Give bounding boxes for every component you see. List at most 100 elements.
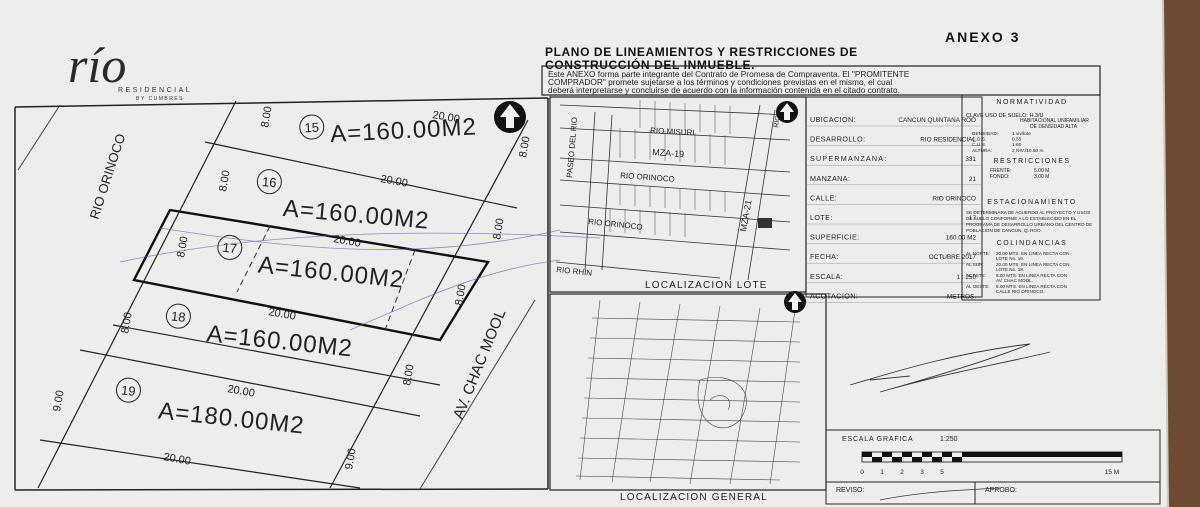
scale-tick-0: 0 <box>860 469 864 476</box>
lot-19-number-circle <box>115 377 141 403</box>
dim-lot18-front: 8.00 <box>401 363 417 386</box>
info-table: UBICACION: CANCUN QUINTANA ROO DESARROLLO:… <box>805 96 983 303</box>
use-key: CLAVE USO DE SUELO: H.3/U <box>966 113 1044 119</box>
dim-lot19-front: 9.00 <box>343 447 359 470</box>
info-label-6: SUPERFICIE: <box>810 233 860 242</box>
general-location-map: LOCALIZACION GENERAL <box>549 291 827 503</box>
map-block-19: MZA-19 <box>652 147 685 159</box>
norm-label-0: DENSIDAD: <box>972 131 998 137</box>
info-value-8: 1 : 250 <box>956 274 976 281</box>
map-street-rhin: RIO RHIN <box>556 265 593 278</box>
scale-label: ESCALA GRAFICA <box>842 436 914 443</box>
pen-marks <box>119 227 601 331</box>
colind-dir-2: AL ESTE: <box>966 273 986 278</box>
paper-background <box>0 0 1168 507</box>
norm-label-1: C.O.S. <box>972 137 986 143</box>
norm-value-0: 1 viv/lote <box>1012 131 1031 137</box>
lot-15-number-circle <box>299 114 325 140</box>
header: ANEXO 3 PLANO DE LINEAMIENTOS Y RESTRICC… <box>541 29 1101 96</box>
colind-l1-1: 20.00 MTS. EN LINEA RECTA CON <box>996 262 1069 267</box>
note-line-3: deberá interpretarse y concluirse de acu… <box>548 85 900 95</box>
scale-tick-2: 2 <box>900 469 904 476</box>
lot-18-number-circle <box>165 303 191 329</box>
colind-l2-0: LOTE No. 16. <box>996 256 1024 261</box>
dim-lot19-depth: 9.00 <box>51 389 67 412</box>
aprobo-label: APROBO: <box>985 487 1017 494</box>
info-label-1: DESARROLLO: <box>810 135 866 144</box>
info-label-9: ACOTACION: <box>810 291 858 300</box>
lot-17-number: 17 <box>222 240 238 256</box>
scale-tick-4: 5 <box>940 469 944 476</box>
dim-lot19-width: 20.00 <box>226 383 255 400</box>
lot-location-caption: LOCALIZACION LOTE <box>645 280 768 291</box>
dim-lot18-width: 20.00 <box>267 306 296 323</box>
colind-dir-0: AL NORTE: <box>966 251 990 256</box>
info-label-2: SUPERMANZANA: <box>810 154 888 163</box>
dim-bottom-width: 20.00 <box>162 451 191 468</box>
map-street-rio: RIO <box>773 114 782 128</box>
info-label-4: CALLE: <box>810 193 837 202</box>
dim-lot17-depth: 8.00 <box>175 235 191 258</box>
info-value-2: 331 <box>965 156 976 163</box>
norm-label-3: ALTURA: <box>972 148 992 154</box>
dim-lot16-width: 20.00 <box>379 173 408 190</box>
north-arrow-icon <box>494 101 526 133</box>
map-north-arrow-icon <box>776 101 798 123</box>
map-street-misuri: RIO MISURI <box>650 126 695 137</box>
scale-tick-1: 1 <box>880 469 884 476</box>
info-value-7: OCTUBRE 2017 <box>929 254 977 261</box>
info-value-0: CANCUN QUINTANA ROO <box>898 117 976 124</box>
info-label-7: FECHA: <box>810 252 839 261</box>
lot-15-number: 15 <box>304 120 319 136</box>
estacionamiento-heading: ESTACIONAMIENTO <box>987 199 1077 206</box>
info-value-4: RIO ORINOCO <box>932 195 976 202</box>
note-line-2: COMPRADOR" promete sujetarse a los térmi… <box>548 77 892 87</box>
use-desc-2: DE DENSIDAD ALTA <box>1030 124 1078 130</box>
colind-dir-3: AL OESTE: <box>966 284 990 289</box>
restricciones-heading: RESTRICCIONES <box>993 158 1070 165</box>
dim-lot18-depth: 8.00 <box>119 311 135 334</box>
restr-value-1: 3.00 M <box>1034 174 1049 180</box>
general-location-frame <box>549 293 827 491</box>
colind-l1-0: 20.00 MTS. EN LINEA RECTA CON <box>996 251 1069 256</box>
info-value-6: 160.00 M2 <box>946 235 977 242</box>
doc-title-1: PLANO DE LINEAMIENTOS Y RESTRICCIONES DE <box>545 45 858 59</box>
note-box <box>541 65 1101 96</box>
dim-lot17-width: 20.00 <box>332 233 361 250</box>
lot-16-number-circle <box>256 169 282 195</box>
norm-value-3: 2 NIV./10.50 m <box>1012 148 1044 154</box>
estac-line-4: POBLACION DE CANCUN, Q. ROO <box>966 228 1041 233</box>
note-line-1: Este ANEXO forma parte integrante del Co… <box>548 69 910 79</box>
lot-18-number: 18 <box>170 308 186 324</box>
colind-l1-2: 8.00 MTS. EN LINEA RECTA CON <box>996 273 1067 278</box>
annex-title: ANEXO 3 <box>945 29 1020 45</box>
use-desc-1: HABITACIONAL UNIFAMILIAR <box>1020 118 1089 124</box>
norm-value-2: 1.60 <box>1012 142 1022 148</box>
dim-lot15-depth: 8.00 <box>259 105 275 128</box>
lot-19-number: 19 <box>120 382 136 398</box>
scale-tick-5: 15 M <box>1105 469 1119 476</box>
scale-ratio: 1:250 <box>940 436 958 443</box>
info-value-1: RIO RESIDENCIAL <box>920 137 976 144</box>
signature-box: REVISO: APROBO: <box>825 481 1161 505</box>
colind-l2-3: CALLE RIO ORINOCO. <box>996 289 1045 294</box>
colind-l2-2: AV. CHAC MOOL. <box>996 278 1033 283</box>
general-location-caption: LOCALIZACION GENERAL <box>620 492 768 503</box>
colindancias-heading: COLINDANCIAS <box>997 240 1068 247</box>
doc-title-2: CONSTRUCCIÓN DEL INMUEBLE. <box>545 57 755 72</box>
dim-lot17-front: 8.00 <box>453 283 469 306</box>
normatividad-heading: NORMATIVIDAD <box>996 99 1067 106</box>
info-value-3: 21 <box>969 176 977 183</box>
estac-line-3: PROGRAMA DE DESARROLLO URBANO DEL CENTRO… <box>966 222 1092 227</box>
colind-l2-1: LOTE No. 18. <box>996 267 1024 272</box>
colind-dir-1: AL SUR: <box>966 262 984 267</box>
info-label-0: UBICACION: <box>810 115 856 124</box>
signature <box>849 343 1051 393</box>
logo-line1: RESIDENCIAL <box>118 87 192 94</box>
scale-tick-3: 3 <box>920 469 924 476</box>
normatividad-panel: NORMATIVIDAD CLAVE USO DE SUELO: H.3/U H… <box>961 94 1101 301</box>
restr-label-1: FONDO: <box>990 174 1009 180</box>
dim-lot16-depth: 8.00 <box>217 169 233 192</box>
norm-label-2: C.U.S. <box>972 142 986 148</box>
